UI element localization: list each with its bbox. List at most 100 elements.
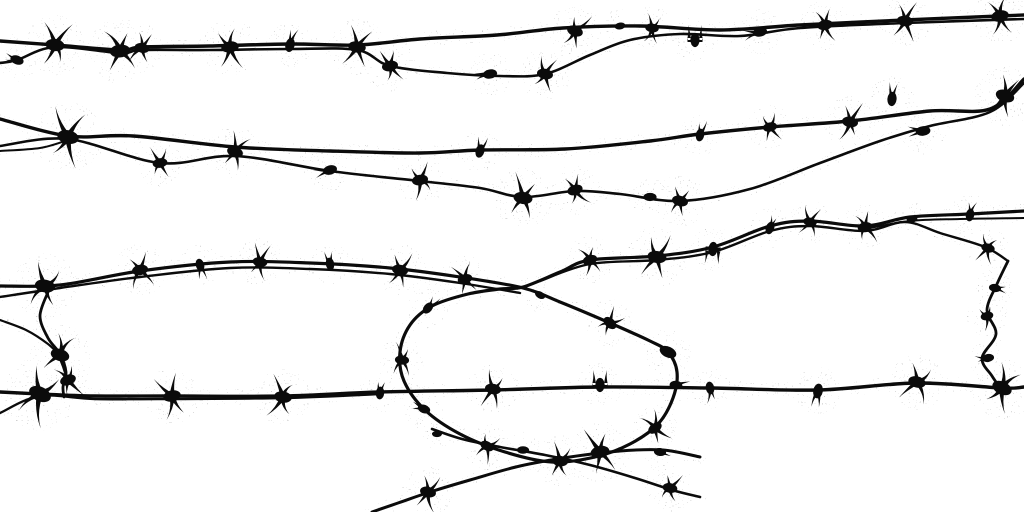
barb-knot	[980, 311, 994, 321]
barb-knot	[965, 208, 975, 222]
barb-knot	[516, 446, 530, 454]
barb-knot	[653, 447, 667, 457]
barb-knot	[34, 279, 56, 293]
barb-knot	[537, 68, 553, 80]
barb-knot	[669, 380, 683, 390]
barb-x	[150, 147, 169, 178]
barb-x	[564, 174, 592, 204]
barb-x	[661, 475, 683, 502]
barb-x	[986, 362, 1021, 414]
barb-x	[893, 2, 917, 42]
barb-knot	[482, 69, 498, 79]
barb-knot	[614, 22, 626, 30]
barb-x	[563, 16, 593, 49]
barb-knot	[412, 174, 428, 186]
barb-knot	[285, 38, 295, 52]
barb-x	[393, 341, 410, 376]
barb-knot	[392, 264, 408, 276]
barb-knot	[857, 222, 873, 232]
barb-k	[906, 215, 918, 223]
barb-knot	[382, 60, 398, 72]
barb-knot	[420, 486, 436, 498]
barb-k	[614, 22, 626, 30]
barb-k	[516, 446, 530, 454]
barb-x	[43, 22, 73, 64]
top-wire-strand-a	[0, 13, 1024, 52]
barb-knot	[995, 89, 1015, 103]
barb-x	[762, 112, 782, 142]
barb-knot	[991, 10, 1009, 22]
barb-x	[388, 253, 413, 288]
barb-v	[5, 52, 24, 65]
barb-v	[475, 136, 488, 158]
barb-v	[742, 27, 768, 41]
barb-k	[432, 430, 442, 438]
barb-knot	[603, 316, 617, 330]
barb-x	[988, 0, 1012, 35]
barb-v	[312, 165, 337, 178]
barb-x	[798, 205, 822, 237]
barb-knot	[323, 165, 337, 175]
barb-knot	[534, 290, 546, 300]
barb-knot	[695, 128, 705, 142]
barb-knot	[252, 257, 268, 267]
barb-knot	[134, 43, 150, 53]
barb-x	[815, 8, 836, 41]
barb-knot	[582, 254, 598, 266]
barb-x	[416, 475, 441, 512]
barb-knot	[908, 376, 926, 388]
right-vertical-connector	[980, 259, 1010, 391]
barb-knot	[705, 381, 715, 395]
barb-knot	[480, 440, 494, 452]
barb-knot	[29, 385, 51, 403]
barb-x	[476, 433, 501, 465]
bottom-strand-ascending	[370, 448, 702, 512]
barb-v	[422, 296, 441, 314]
barb-v	[375, 381, 385, 400]
barb-knot	[485, 383, 501, 395]
third-wire-with-loop	[0, 209, 1024, 464]
barb-knot	[60, 374, 76, 386]
barb-x	[644, 13, 660, 44]
second-wire-strand-a	[0, 77, 1024, 155]
barb-knot	[57, 129, 79, 145]
barb-knot	[988, 283, 1002, 293]
barb-x	[30, 261, 60, 306]
barb-x	[991, 74, 1020, 118]
barb-x	[975, 233, 998, 265]
barb-x	[43, 332, 75, 379]
barb-v	[285, 29, 299, 52]
barb-knot	[375, 386, 385, 400]
barb-x	[511, 171, 536, 219]
barb-x	[250, 242, 271, 281]
barb-knot	[152, 158, 168, 168]
barb-x	[641, 234, 671, 279]
barb-knot	[567, 184, 583, 196]
barb-knot	[992, 380, 1012, 396]
barb-knot	[163, 390, 181, 402]
barb-knot	[567, 25, 583, 37]
barb-knot	[50, 348, 70, 362]
barb-v	[965, 202, 977, 222]
barb-x	[153, 372, 184, 420]
barb-knot	[45, 38, 65, 52]
barb-knot	[648, 422, 662, 434]
barb-x	[551, 441, 571, 476]
barb-knot	[274, 391, 292, 403]
barb-v	[811, 383, 823, 408]
barb-knot	[645, 23, 659, 33]
barb-v	[705, 381, 715, 404]
barb-v	[765, 215, 777, 235]
barb-x	[103, 31, 136, 71]
barb-x	[18, 365, 60, 429]
barb-knot	[708, 241, 718, 257]
barb-k	[643, 192, 657, 202]
barb-knot	[981, 353, 995, 363]
barb-v	[974, 353, 995, 363]
barb-x	[583, 429, 616, 474]
barb-knot	[915, 126, 931, 136]
barb-knot	[109, 44, 131, 58]
barb-x	[855, 211, 878, 243]
barb-x	[129, 251, 155, 290]
